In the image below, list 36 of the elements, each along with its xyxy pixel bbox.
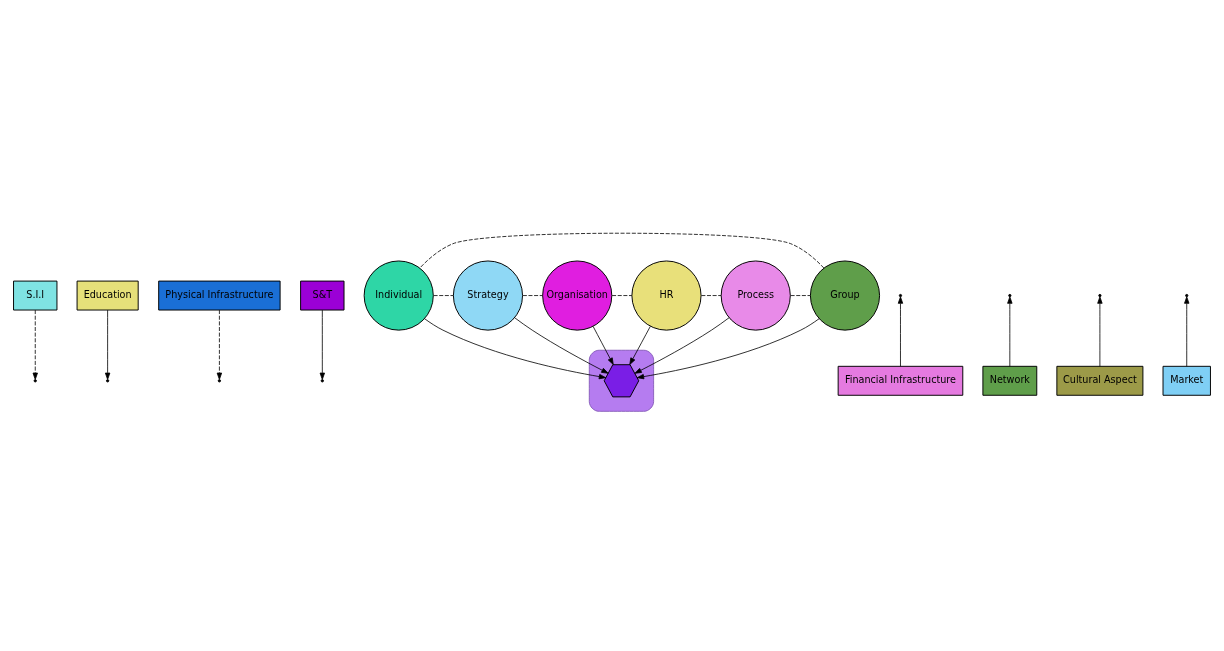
node-box: Network — [982, 365, 1038, 396]
connector — [611, 295, 633, 296]
node-box: Financial Infrastructure — [837, 365, 964, 396]
node-circle: Strategy — [452, 260, 523, 331]
node-circle: Organisation — [542, 260, 613, 331]
connector — [433, 295, 454, 296]
arrow — [629, 325, 651, 365]
arrow — [636, 318, 820, 380]
node-box: Education — [76, 280, 139, 311]
node-circle: Process — [720, 260, 791, 331]
node-circle: HR — [631, 260, 702, 331]
connector — [790, 295, 811, 296]
node-circle: Group — [809, 260, 881, 331]
arrow — [1184, 296, 1190, 367]
arrow — [1007, 296, 1013, 367]
arrow — [104, 309, 111, 380]
arrow — [592, 325, 614, 365]
connector — [522, 295, 543, 296]
arrow — [216, 309, 223, 380]
arrow — [32, 309, 38, 380]
node-box: Market — [1162, 365, 1211, 396]
node-box: S&T — [300, 280, 345, 311]
node-box: Physical Infrastructure — [158, 280, 281, 311]
arrow — [897, 296, 904, 367]
node-box: S.I.I — [13, 280, 58, 311]
arrow — [319, 309, 325, 380]
node-hexagon — [603, 364, 640, 398]
arrow — [514, 317, 609, 374]
arrow — [1097, 296, 1103, 367]
arrow — [424, 318, 607, 380]
connector — [700, 295, 722, 296]
connector — [419, 232, 825, 269]
arrow — [634, 317, 730, 374]
cluster — [588, 349, 654, 412]
node-box: Cultural Aspect — [1056, 365, 1144, 396]
node-circle: Individual — [363, 260, 434, 331]
